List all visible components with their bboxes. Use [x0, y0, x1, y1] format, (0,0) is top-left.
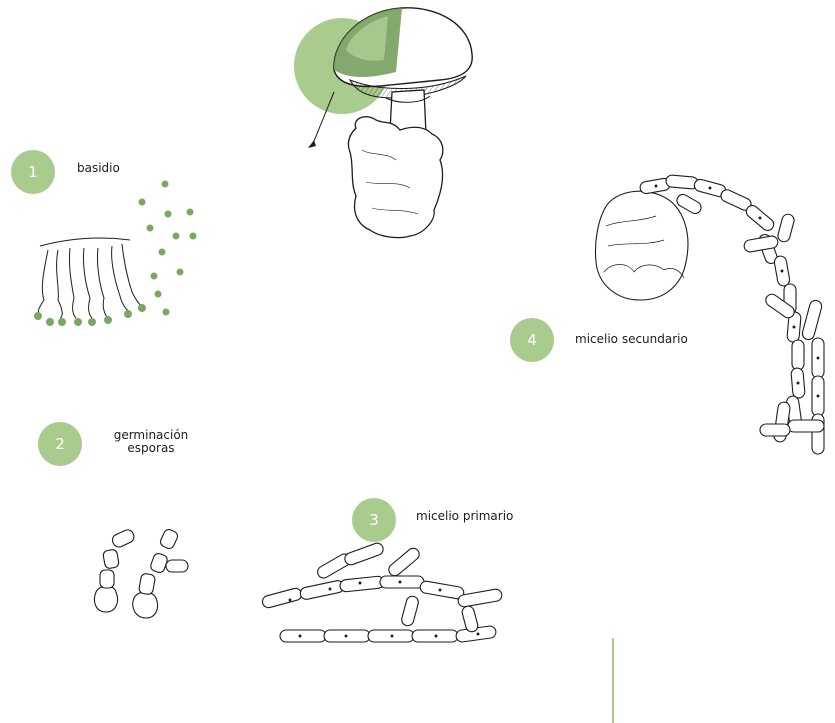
stage-badge-1: 1	[11, 150, 55, 194]
spore-dots	[34, 181, 197, 327]
primary-mycelium-illustration	[261, 542, 503, 643]
germinating-spores-illustration	[94, 528, 188, 618]
stage-label-line2: esporas	[96, 442, 206, 455]
stage-label-micelio-secundario: micelio secundario	[575, 333, 688, 346]
stage-number: 4	[527, 331, 537, 349]
stage-label-basidio: basidio	[77, 162, 120, 175]
secondary-mycelium-illustration	[595, 175, 824, 454]
stage-badge-4: 4	[510, 318, 554, 362]
mushroom-illustration	[294, 8, 472, 238]
stage-label-micelio-primario: micelio primario	[416, 510, 513, 523]
stage-label-germinacion: germinación esporas	[96, 429, 206, 455]
stage-badge-3: 3	[352, 498, 396, 542]
stage-number: 3	[369, 511, 379, 529]
stage-number: 2	[55, 435, 65, 453]
stage-badge-2: 2	[38, 422, 82, 466]
stage-number: 1	[28, 163, 38, 181]
basidia-illustration	[38, 238, 144, 318]
